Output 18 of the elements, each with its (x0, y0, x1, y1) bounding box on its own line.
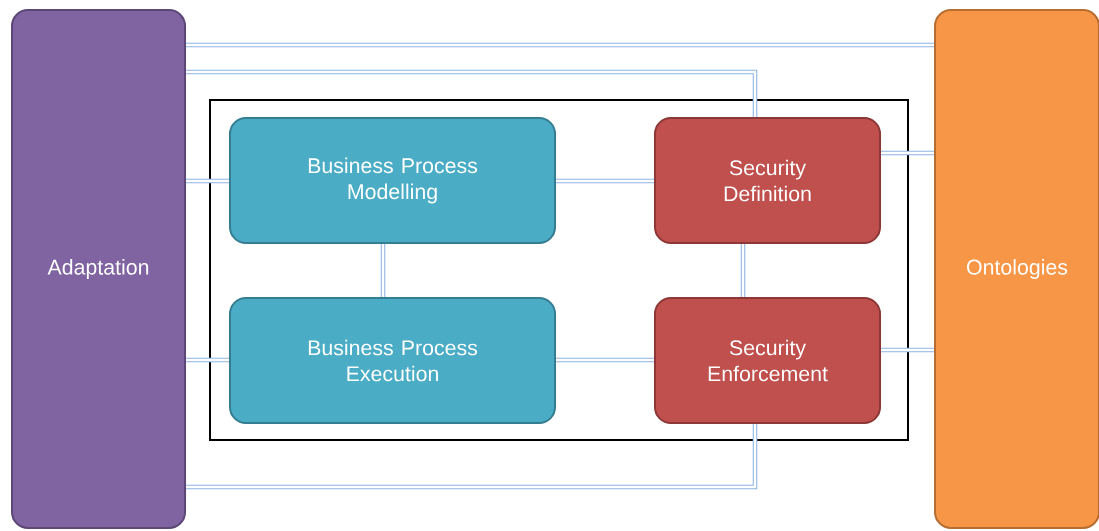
process-box: Business Process Modelling (229, 116, 557, 245)
connector (380, 244, 386, 297)
process-box: Business Process Execution (229, 296, 557, 424)
connector (186, 178, 229, 184)
connector (186, 42, 934, 48)
side-panel: Ontologies (934, 9, 1099, 529)
side-panel: Adaptation (11, 9, 187, 529)
connector (740, 244, 746, 297)
frame-box (209, 99, 909, 441)
security-box: Security Definition (653, 116, 882, 245)
security-box: Security Enforcement (653, 296, 882, 424)
connector (556, 357, 654, 363)
connector (881, 150, 934, 156)
connector (186, 357, 229, 363)
connector (186, 69, 758, 117)
connector (556, 178, 654, 184)
connector (881, 347, 934, 353)
connector (186, 424, 758, 490)
